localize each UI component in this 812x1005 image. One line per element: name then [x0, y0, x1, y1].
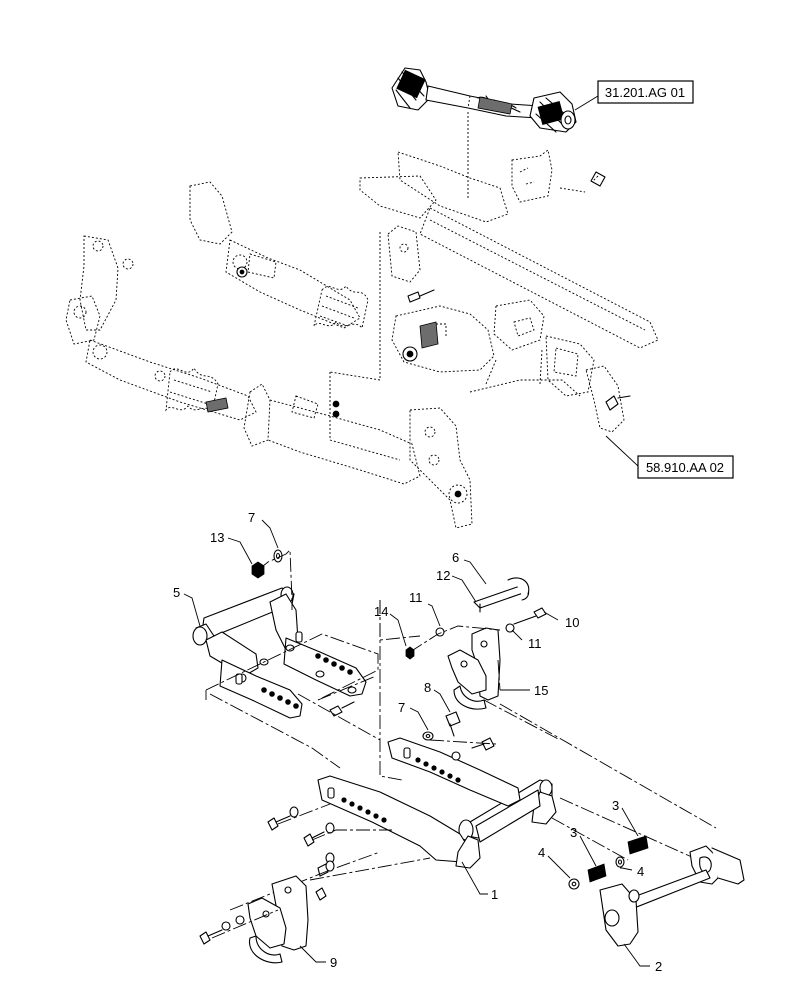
callout-1[interactable]: 1	[461, 861, 498, 902]
alignment-lines-lower	[229, 703, 717, 911]
callout-13[interactable]: 13	[210, 530, 253, 565]
washer-4-left	[568, 878, 580, 890]
spring-3-right	[627, 835, 649, 855]
callout-3-right[interactable]: 3	[612, 798, 639, 837]
callout-11-right-label: 11	[528, 636, 542, 651]
bolt-10	[513, 607, 547, 625]
callout-2[interactable]: 2	[623, 943, 662, 974]
callout-8-label: 8	[424, 680, 431, 695]
callout-8[interactable]: 8	[424, 680, 451, 713]
pin-12	[473, 585, 530, 613]
bracket-9	[247, 875, 309, 964]
frame-assembly	[65, 112, 659, 529]
callout-6-label: 6	[452, 550, 459, 565]
callout-9-label: 9	[330, 955, 337, 970]
washer-7-top	[273, 549, 283, 563]
callout-7-middle-label: 7	[398, 700, 405, 715]
callout-12[interactable]: 12	[436, 568, 477, 603]
callout-10-label: 10	[565, 615, 579, 630]
bolt-8	[445, 711, 461, 737]
callout-5-label: 5	[173, 585, 180, 600]
callout-3-left-label: 3	[570, 825, 577, 840]
callout-11-left[interactable]: 11	[409, 590, 441, 627]
callout-4-left[interactable]: 4	[538, 845, 571, 879]
lower-hitch-frame	[317, 737, 557, 869]
pto-reference-box[interactable]: 31.201.AG 01	[574, 80, 694, 111]
callout-1-label: 1	[491, 887, 498, 902]
frame-reference-label: 58.910.AA 02	[646, 460, 724, 475]
bracket-alignment	[379, 600, 561, 741]
pto-reference-label: 31.201.AG 01	[605, 85, 685, 100]
callout-7-top[interactable]: 7	[248, 510, 279, 549]
callout-4-left-label: 4	[538, 845, 545, 860]
nut-14	[405, 646, 415, 660]
callout-5[interactable]: 5	[173, 585, 201, 627]
clip-6	[507, 577, 530, 595]
callout-14[interactable]: 14	[374, 604, 407, 647]
lower-frame-hardware-left	[267, 803, 392, 877]
callout-9[interactable]: 9	[299, 945, 337, 970]
callout-6[interactable]: 6	[452, 550, 487, 585]
middle-hardware	[429, 737, 497, 761]
callout-14-label: 14	[374, 604, 388, 619]
callout-15-label: 15	[534, 683, 548, 698]
frame-reference-box[interactable]: 58.910.AA 02	[605, 435, 734, 479]
callout-7-middle[interactable]: 7	[398, 700, 429, 731]
callout-13-label: 13	[210, 530, 224, 545]
callout-15[interactable]: 15	[500, 683, 548, 698]
callout-12-label: 12	[436, 568, 450, 583]
callout-7-top-label: 7	[248, 510, 255, 525]
bracket-9-hardware	[199, 860, 335, 945]
callout-10[interactable]: 10	[543, 611, 579, 630]
callout-2-label: 2	[655, 959, 662, 974]
washer-4-right	[615, 856, 625, 868]
pto-drive-shaft	[391, 67, 577, 133]
spring-3-left	[587, 863, 607, 883]
alignment-lines-upper	[205, 600, 403, 781]
washer-7-middle	[422, 731, 434, 741]
callout-4-right-label: 4	[637, 864, 644, 879]
callout-3-left[interactable]: 3	[570, 825, 597, 867]
callout-3-right-label: 3	[612, 798, 619, 813]
pin-bracket-2	[599, 845, 745, 947]
upper-hitch-frame	[192, 586, 367, 719]
bracket-15	[447, 627, 501, 710]
callout-11-right[interactable]: 11	[511, 629, 542, 651]
callout-4-right[interactable]: 4	[620, 864, 644, 879]
callout-11-left-label: 11	[409, 590, 423, 605]
